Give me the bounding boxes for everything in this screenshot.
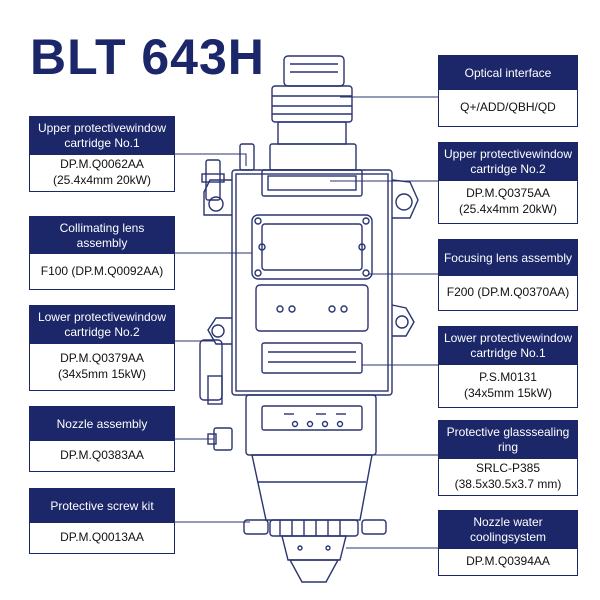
cooling-ring — [269, 519, 359, 537]
callout-value: DP.M.Q0379AA(34x5mm 15kW) — [57, 351, 146, 381]
callout-header: Upper protectivewindow cartridge No.2 — [439, 143, 577, 181]
callout-value: DP.M.Q0383AA — [60, 448, 144, 463]
callout-header: Focusing lens assembly — [439, 240, 577, 276]
connector-knurl — [271, 85, 353, 123]
callout-value: DP.M.Q0013AA — [60, 530, 144, 545]
focusing-plate — [255, 284, 369, 332]
callout-value: Q+/ADD/QBH/QD — [460, 100, 556, 115]
callout-value: F100 (DP.M.Q0092AA) — [40, 263, 164, 278]
callout-header: Nozzle water coolingsystem — [439, 511, 577, 549]
callout-screw-kit: Protective screw kit DP.M.Q0013AA — [29, 488, 175, 554]
nozzle-tip — [281, 535, 347, 561]
callout-collimating-lens: Collimating lens assembly F100 (DP.M.Q00… — [29, 216, 175, 290]
callout-header: Collimating lens assembly — [30, 217, 174, 254]
leader-upper-window-1 — [174, 153, 247, 166]
callout-value: DP.M.Q0062AA(25.4x4mm 20kW) — [52, 157, 152, 187]
callout-header: Protective screw kit — [30, 489, 174, 523]
main-body — [231, 169, 393, 396]
lower-cartridge — [261, 342, 363, 374]
callout-upper-window-2: Upper protectivewindow cartridge No.2 DP… — [438, 142, 578, 224]
collimating-plate — [251, 214, 373, 280]
callout-header: Protective glasssealing ring — [439, 421, 577, 459]
connector-cap — [283, 55, 345, 87]
callout-upper-window-1: Upper protectivewindow cartridge No.1 DP… — [29, 116, 175, 192]
callout-focusing-lens: Focusing lens assembly F200 (DP.M.Q0370A… — [438, 239, 578, 311]
lower-cone — [251, 454, 373, 521]
callout-value: P.S.M0131(34x5mm 15kW) — [463, 370, 552, 400]
lower-body — [245, 394, 377, 456]
callout-header: Upper protectivewindow cartridge No.1 — [30, 117, 174, 155]
callout-optical-interface: Optical interface Q+/ADD/QBH/QD — [438, 55, 578, 127]
callout-glass-sealing-ring: Protective glasssealing ring SRLC-P385(3… — [438, 420, 578, 496]
callout-value: DP.M.Q0375AA(25.4x4mm 20kW) — [458, 186, 558, 216]
callout-nozzle-assembly: Nozzle assembly DP.M.Q0383AA — [29, 406, 175, 472]
callout-nozzle-cooling: Nozzle water coolingsystem DP.M.Q0394AA — [438, 510, 578, 576]
callout-value: DP.M.Q0394AA — [466, 554, 550, 569]
callout-lower-window-2: Lower protectivewindow cartridge No.2 DP… — [29, 305, 175, 391]
callout-value: F200 (DP.M.Q0370AA) — [446, 285, 570, 300]
callout-header: Nozzle assembly — [30, 407, 174, 441]
callout-value: SRLC-P385(38.5x30.5x3.7 mm) — [454, 461, 562, 491]
callout-lower-window-1: Lower protectivewindow cartridge No.1 P.… — [438, 326, 578, 408]
callout-header: Optical interface — [439, 56, 577, 90]
product-title: BLT 643H — [30, 29, 265, 85]
callout-header: Lower protectivewindow cartridge No.1 — [439, 327, 577, 365]
callout-header: Lower protectivewindow cartridge No.2 — [30, 306, 174, 344]
